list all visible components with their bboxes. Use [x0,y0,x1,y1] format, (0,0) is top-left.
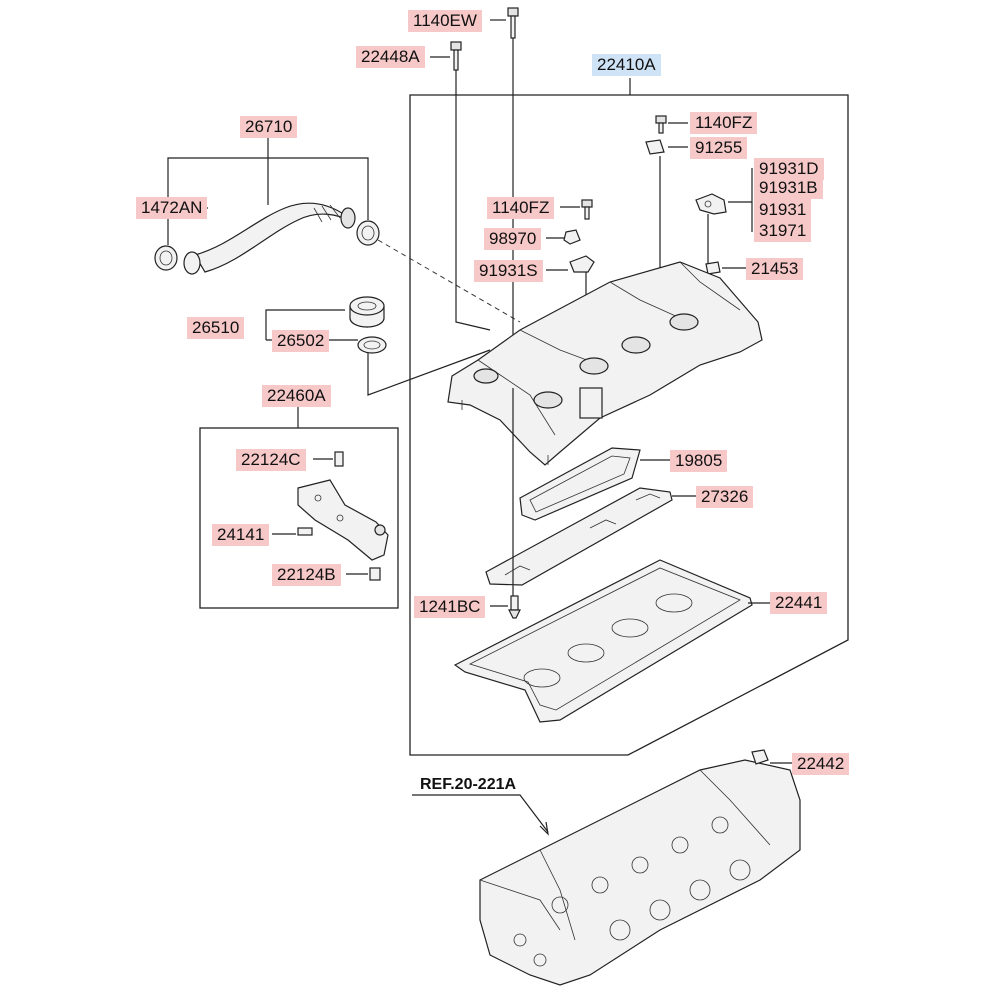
bolt-22448A [450,41,462,71]
hose-clamp-right [356,220,380,246]
part-label-91931[interactable]: 91931 [754,199,812,221]
part-label-91931B[interactable]: 91931B [754,177,823,199]
plug-22442 [751,749,769,765]
hose-clamp-left [154,245,178,271]
part-label-19805[interactable]: 19805 [670,450,728,472]
dowel-pin-22124B [369,567,381,581]
part-label-22124B[interactable]: 22124B [272,564,341,586]
part-label-27326[interactable]: 27326 [696,486,754,508]
part-label-1241BC[interactable]: 1241BC [414,596,486,618]
part-label-26710[interactable]: 26710 [240,116,298,138]
nut-98970 [563,229,581,245]
cover-assembly-frame [409,94,849,756]
part-label-22441[interactable]: 22441 [770,592,828,614]
part-label-1140EW[interactable]: 1140EW [408,10,482,32]
part-label-22124C[interactable]: 22124C [236,449,306,471]
part-label-91931S[interactable]: 91931S [474,260,543,282]
bolt-1241BC [508,595,521,619]
cover-gasket-22441 [453,559,753,723]
part-label-98970[interactable]: 98970 [484,228,542,250]
part-label-21453[interactable]: 21453 [746,258,804,280]
part-label-22442[interactable]: 22442 [792,753,850,775]
part-label-31971[interactable]: 31971 [754,220,812,242]
pin-24141 [297,527,313,536]
part-label-91255[interactable]: 91255 [690,137,748,159]
baffle-plate-27326 [485,487,673,586]
stud-21453 [705,261,721,275]
cylinder-head [479,759,801,986]
part-label-24141[interactable]: 24141 [212,524,270,546]
part-label-1140FZ-mid[interactable]: 1140FZ [487,197,555,219]
part-label-22448A[interactable]: 22448A [356,46,425,68]
part-label-1472AN[interactable]: 1472AN [136,197,208,219]
part-label-91931D[interactable]: 91931D [754,158,824,180]
bolt-1140FZ-mid [581,199,593,220]
part-label-26502[interactable]: 26502 [272,330,330,352]
part-label-1140FZ-top[interactable]: 1140FZ [690,112,758,134]
breather-subassembly-frame [199,427,399,609]
bolt-1140FZ-top [655,115,667,134]
filler-cap-gasket [357,336,387,354]
oil-filler-cap [349,296,385,328]
part-label-26510[interactable]: 26510 [187,317,245,339]
clip-91931S [569,255,595,273]
bolt-1140EW [507,7,519,39]
breather-hose [183,202,356,275]
bracket-91255 [645,139,665,155]
breather-housing [297,479,389,561]
reference-label[interactable]: REF.20-221A [420,776,517,793]
bracket-91931 [695,193,727,215]
dowel-pin-22124C [334,451,344,467]
part-label-22460A[interactable]: 22460A [262,385,331,407]
part-label-22410A[interactable]: 22410A [592,54,661,76]
cylinder-head-cover [447,261,763,466]
gasket-19805 [519,447,641,521]
